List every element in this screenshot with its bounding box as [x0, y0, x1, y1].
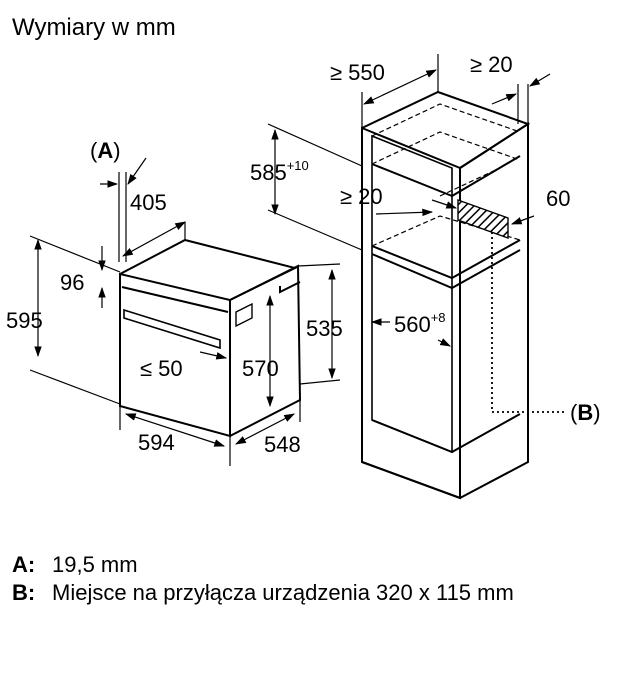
- label-548: 548: [264, 432, 301, 457]
- cabinet-side: [459, 122, 529, 499]
- label-585: 585+10: [250, 158, 309, 185]
- connection-area: [457, 199, 509, 239]
- cabinet-drawing: [361, 90, 531, 500]
- label-595: 595: [6, 308, 43, 333]
- connection-area-leader: [491, 232, 566, 413]
- legend-b-value: Miejsce na przyłącza urządzenia 320 x 11…: [52, 580, 514, 605]
- legend-a: A: 19,5 mm: [12, 552, 612, 578]
- label-b-marker: (B): [570, 400, 601, 425]
- oven-side: [229, 264, 302, 437]
- label-405: 405: [130, 190, 167, 215]
- legend-a-value: 19,5 mm: [52, 552, 138, 577]
- label-min-20-mid: ≥ 20: [340, 184, 383, 209]
- oven-top: [119, 238, 298, 301]
- label-min-20-top: ≥ 20: [470, 52, 513, 77]
- cabinet-dimension-lines: [267, 54, 551, 347]
- legend-b: B: Miejsce na przyłącza urządzenia 320 x …: [12, 580, 612, 606]
- label-max-50: ≤ 50: [140, 356, 183, 381]
- label-570: 570: [242, 356, 279, 381]
- label-560: 560+8: [394, 310, 446, 337]
- legend-a-key: A:: [12, 552, 36, 577]
- legend-b-key: B:: [12, 580, 36, 605]
- page-title: Wymiary w mm: [12, 14, 176, 41]
- label-a-marker: (A): [90, 138, 121, 163]
- dimension-diagram: (A) 405 96 595 ≤ 50 570 535 594 548 ≥ 55…: [6, 52, 601, 500]
- oven-handle: [123, 308, 221, 350]
- label-535: 535: [306, 316, 343, 341]
- label-60: 60: [546, 186, 570, 211]
- oven-drawing: [119, 238, 302, 438]
- label-96: 96: [60, 270, 84, 295]
- label-594: 594: [138, 430, 175, 455]
- label-min-550: ≥ 550: [330, 60, 385, 85]
- oven-dimension-lines: [29, 157, 341, 466]
